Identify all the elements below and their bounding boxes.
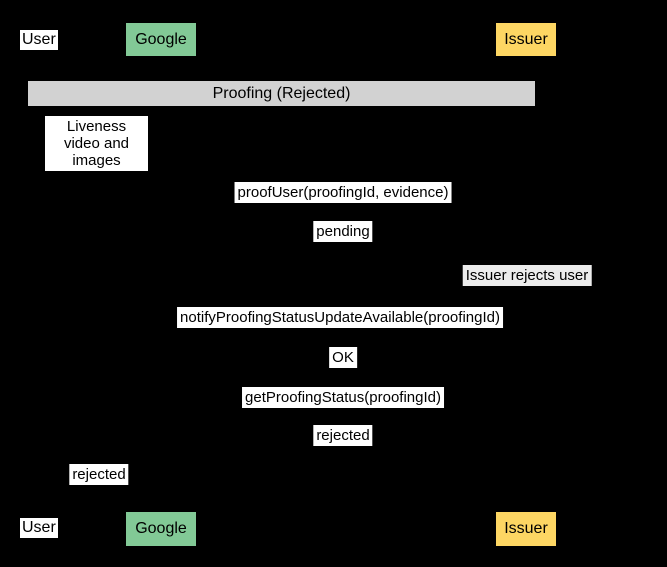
actor-google-bottom-box: Google [125, 511, 197, 547]
message-notify-proofing-status: notifyProofingStatusUpdateAvailable(proo… [177, 307, 503, 328]
actor-google-top-box: Google [125, 22, 197, 57]
message-ok: OK [329, 347, 357, 368]
frame-proofing-rejected-bar: Proofing (Rejected) [28, 81, 535, 106]
actor-issuer-top-label: Issuer [504, 30, 548, 48]
message-proofuser: proofUser(proofingId, evidence) [234, 182, 452, 203]
message-pending: pending [313, 221, 373, 242]
actor-issuer-bottom-box: Issuer [495, 511, 557, 547]
note-liveness-video: Liveness video and images [45, 116, 148, 171]
message-rejected-to-user: rejected [69, 464, 129, 485]
actor-user-bottom-label: User [20, 518, 58, 538]
message-rejected-to-google: rejected [313, 425, 373, 446]
message-get-proofing-status: getProofingStatus(proofingId) [242, 387, 444, 408]
actor-issuer-top-box: Issuer [495, 22, 557, 57]
actor-google-bottom-label: Google [135, 520, 187, 537]
actor-user-top-label: User [20, 30, 58, 50]
actor-google-top-label: Google [135, 30, 187, 48]
lifeline-user [36, 57, 37, 511]
lifeline-google [160, 57, 161, 511]
message-issuer-rejects-user: Issuer rejects user [462, 265, 592, 286]
actor-issuer-bottom-label: Issuer [504, 520, 548, 537]
